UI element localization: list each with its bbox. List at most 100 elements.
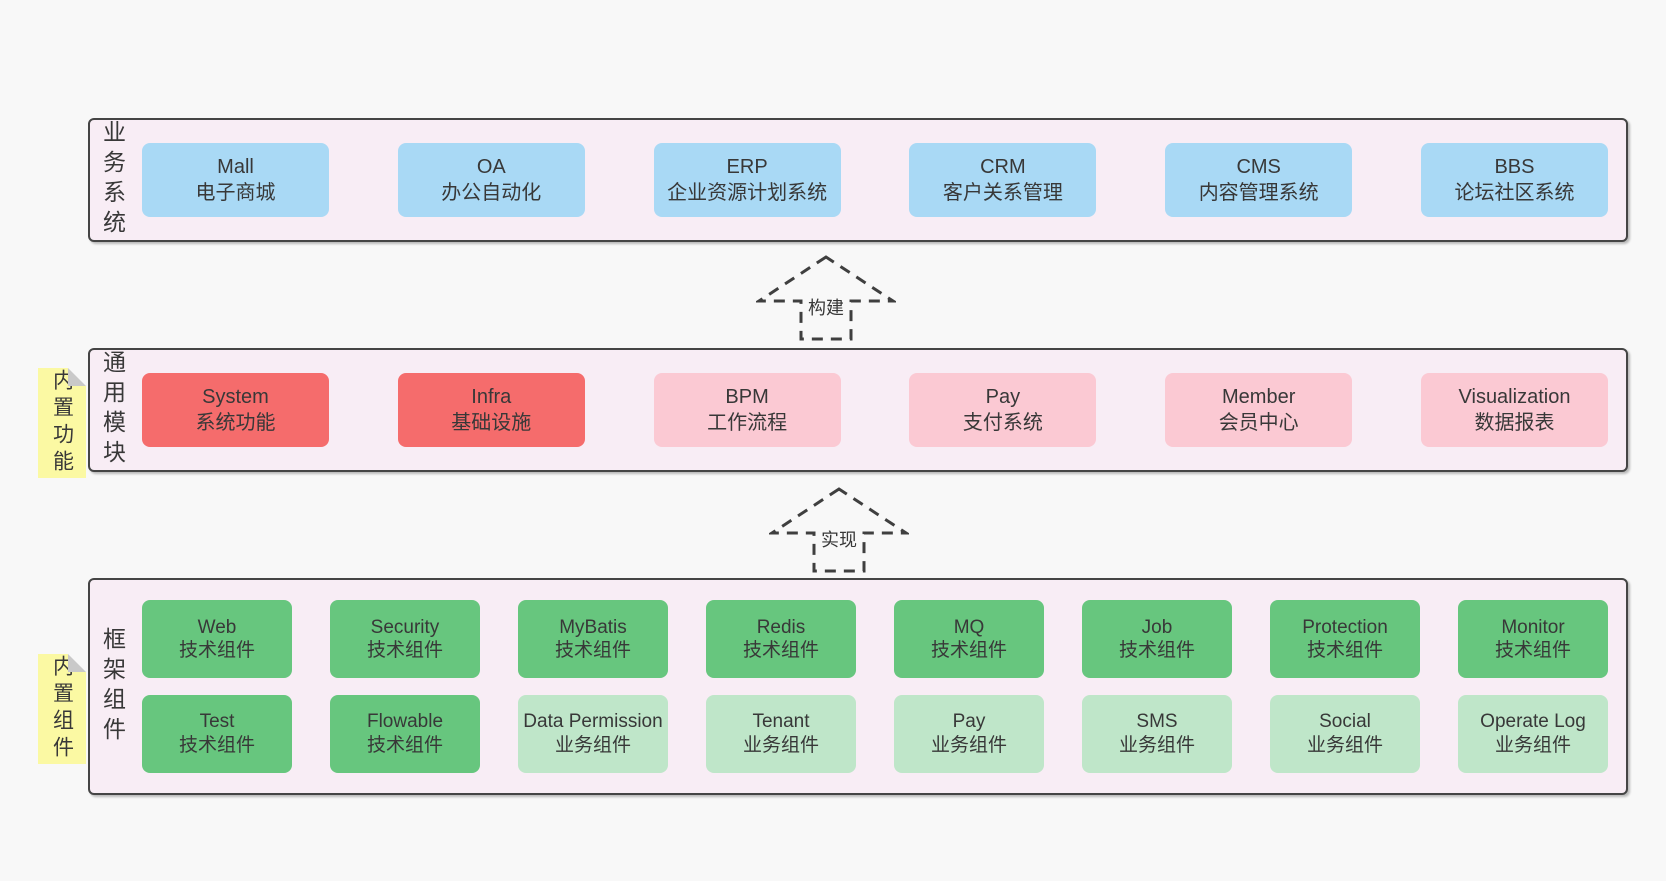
module-box-crm: CRM 客户关系管理 xyxy=(909,143,1097,217)
module-subtitle: 系统功能 xyxy=(195,412,276,434)
component-box-protection: Protection 技术组件 xyxy=(1270,600,1420,679)
folded-corner xyxy=(68,368,86,386)
module-title: Member xyxy=(1222,386,1296,408)
component-box-tenant: Tenant 业务组件 xyxy=(706,694,856,773)
component-box-monitor: Monitor 技术组件 xyxy=(1458,600,1608,679)
component-box-sms: SMS 业务组件 xyxy=(1082,694,1232,773)
module-subtitle: 支付系统 xyxy=(962,412,1043,434)
component-subtitle: 业务组件 xyxy=(742,734,819,756)
component-title: Security xyxy=(370,616,440,638)
component-title: Social xyxy=(1319,710,1371,732)
module-box-erp: ERP 企业资源计划系统 xyxy=(653,143,841,217)
module-title: Infra xyxy=(471,386,512,408)
module-title: BPM xyxy=(725,386,769,408)
module-title: CMS xyxy=(1236,156,1281,178)
module-subtitle: 数据报表 xyxy=(1474,412,1555,434)
module-title: System xyxy=(202,386,269,408)
component-title: Flowable xyxy=(366,710,444,732)
component-subtitle: 技术组件 xyxy=(554,640,631,662)
module-box-oa: OA 办公自动化 xyxy=(397,143,585,217)
module-subtitle: 论坛社区系统 xyxy=(1454,182,1575,204)
component-title: Pay xyxy=(952,710,986,732)
band-box-rows: Web 技术组件 Security 技术组件 MyBatis 技术组件 Redi… xyxy=(134,580,1626,793)
component-subtitle: 技术组件 xyxy=(178,734,255,756)
sticky-note-builtin-features: 内置功能 xyxy=(38,368,86,478)
component-subtitle: 技术组件 xyxy=(366,640,443,662)
module-box-pay: Pay 支付系统 xyxy=(909,373,1097,447)
band-label-column: 框架组件 xyxy=(90,580,134,793)
folded-corner xyxy=(68,654,86,672)
component-subtitle: 业务组件 xyxy=(554,734,631,756)
band-label-column: 通用模块 xyxy=(90,350,134,470)
module-subtitle: 办公自动化 xyxy=(441,182,542,204)
module-title: OA xyxy=(476,156,506,178)
build-arrow: 构建 xyxy=(756,254,896,342)
band-label: 业务系统 xyxy=(99,120,126,240)
band-framework-components: 框架组件 Web 技术组件 Security 技术组件 MyBatis 技术组件… xyxy=(88,578,1628,795)
module-box-infra: Infra 基础设施 xyxy=(397,373,585,447)
component-box-pay: Pay 业务组件 xyxy=(894,694,1044,773)
component-subtitle: 技术组件 xyxy=(366,734,443,756)
module-subtitle: 工作流程 xyxy=(707,412,788,434)
module-subtitle: 基础设施 xyxy=(451,412,532,434)
component-subtitle: 技术组件 xyxy=(742,640,819,662)
component-subtitle: 业务组件 xyxy=(1118,734,1195,756)
component-title: MyBatis xyxy=(559,616,627,638)
module-title: Mall xyxy=(217,156,254,178)
module-box-visualization: Visualization 数据报表 xyxy=(1420,373,1608,447)
component-title: Protection xyxy=(1302,616,1388,638)
component-subtitle: 技术组件 xyxy=(1494,640,1571,662)
component-box-data-permission: Data Permission 业务组件 xyxy=(518,694,668,773)
module-box-bbs: BBS 论坛社区系统 xyxy=(1420,143,1608,217)
component-title: SMS xyxy=(1136,710,1178,732)
module-subtitle: 内容管理系统 xyxy=(1198,182,1319,204)
component-box-job: Job 技术组件 xyxy=(1082,600,1232,679)
module-title: CRM xyxy=(980,156,1026,178)
module-subtitle: 企业资源计划系统 xyxy=(667,182,828,204)
component-subtitle: 业务组件 xyxy=(930,734,1007,756)
implement-arrow: 实现 xyxy=(769,486,909,574)
component-title: Monitor xyxy=(1501,616,1565,638)
band-box-row: Mall 电子商城 OA 办公自动化 ERP 企业资源计划系统 CRM 客户关系… xyxy=(134,120,1626,240)
component-row-1: Web 技术组件 Security 技术组件 MyBatis 技术组件 Redi… xyxy=(142,600,1608,679)
component-title: Job xyxy=(1141,616,1173,638)
module-subtitle: 客户关系管理 xyxy=(942,182,1063,204)
component-subtitle: 业务组件 xyxy=(1494,734,1571,756)
band-label: 框架组件 xyxy=(99,626,126,747)
component-box-web: Web 技术组件 xyxy=(142,600,292,679)
band-box-row: System 系统功能 Infra 基础设施 BPM 工作流程 Pay 支付系统… xyxy=(134,350,1626,470)
component-title: MQ xyxy=(953,616,985,638)
component-subtitle: 技术组件 xyxy=(1118,640,1195,662)
component-box-redis: Redis 技术组件 xyxy=(706,600,856,679)
component-box-mybatis: MyBatis 技术组件 xyxy=(518,600,668,679)
component-box-social: Social 业务组件 xyxy=(1270,694,1420,773)
component-box-mq: MQ 技术组件 xyxy=(894,600,1044,679)
module-box-bpm: BPM 工作流程 xyxy=(653,373,841,447)
component-subtitle: 技术组件 xyxy=(930,640,1007,662)
component-row-2: Test 技术组件 Flowable 技术组件 Data Permission … xyxy=(142,694,1608,773)
component-subtitle: 技术组件 xyxy=(1306,640,1383,662)
sticky-note-builtin-components: 内置组件 xyxy=(38,654,86,764)
band-business-systems: 业务系统 Mall 电子商城 OA 办公自动化 ERP 企业资源计划系统 CRM… xyxy=(88,118,1628,242)
component-subtitle: 业务组件 xyxy=(1306,734,1383,756)
component-title: Data Permission xyxy=(523,710,663,732)
arrow-label: 构建 xyxy=(805,294,847,320)
component-box-test: Test 技术组件 xyxy=(142,694,292,773)
component-box-operate-log: Operate Log 业务组件 xyxy=(1458,694,1608,773)
module-title: ERP xyxy=(726,156,768,178)
module-box-mall: Mall 电子商城 xyxy=(142,143,329,217)
module-subtitle: 会员中心 xyxy=(1218,412,1299,434)
component-title: Web xyxy=(197,616,237,638)
component-title: Tenant xyxy=(752,710,810,732)
component-title: Test xyxy=(199,710,235,732)
sticky-note-label: 内置功能 xyxy=(50,369,74,477)
component-box-flowable: Flowable 技术组件 xyxy=(330,694,480,773)
arrow-label: 实现 xyxy=(818,526,860,552)
component-subtitle: 技术组件 xyxy=(178,640,255,662)
component-box-security: Security 技术组件 xyxy=(330,600,480,679)
band-label: 通用模块 xyxy=(99,350,126,470)
band-label-column: 业务系统 xyxy=(90,120,134,240)
module-box-member: Member 会员中心 xyxy=(1165,373,1353,447)
band-common-modules: 通用模块 System 系统功能 Infra 基础设施 BPM 工作流程 Pay… xyxy=(88,348,1628,472)
